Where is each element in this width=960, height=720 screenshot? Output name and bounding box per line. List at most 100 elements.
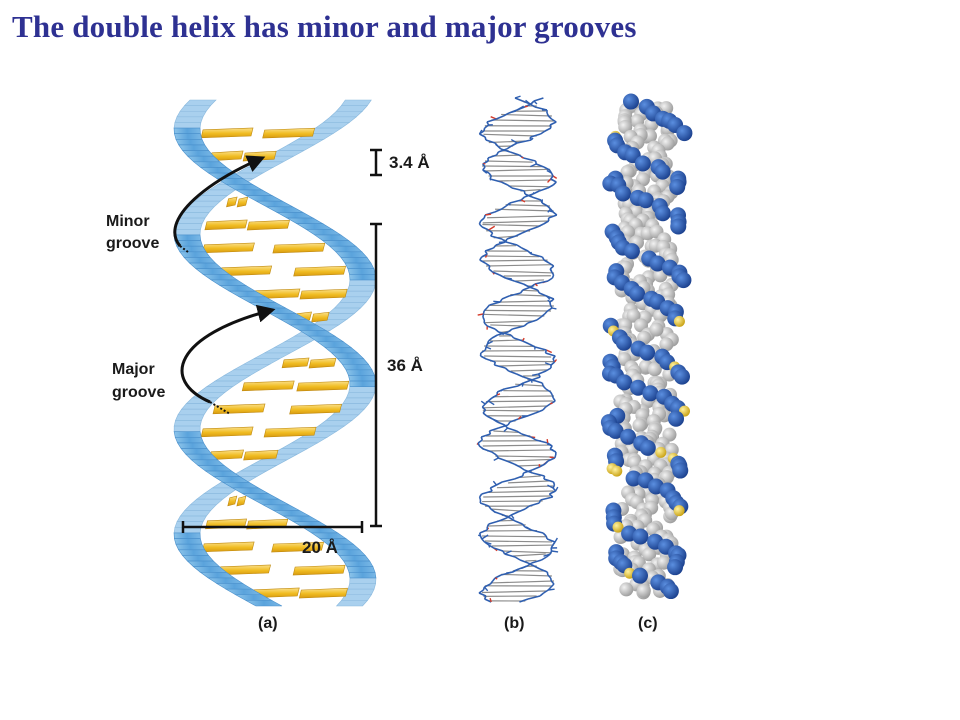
backbone-segment — [192, 161, 228, 168]
side-stick — [489, 597, 492, 603]
backbone-segment — [189, 498, 224, 506]
backbone-stick — [482, 313, 485, 318]
backbone-stick — [516, 139, 532, 144]
backbone-stick — [517, 508, 526, 513]
base-slab — [272, 242, 326, 254]
backbone-stick — [546, 112, 550, 117]
core-atom — [659, 337, 674, 352]
side-stick — [520, 199, 526, 203]
base-stick — [482, 444, 549, 447]
base-slab — [212, 403, 266, 415]
minor-groove-label-line1: Minor — [106, 213, 150, 230]
backbone-segment — [349, 380, 377, 388]
backbone-segment — [256, 200, 293, 208]
backbone-stick — [541, 256, 545, 261]
backbone-segment — [343, 560, 374, 567]
backbone-stick — [496, 388, 505, 393]
phosphorus-atom — [673, 505, 685, 517]
backbone-stick — [518, 565, 528, 570]
backbone-segment — [273, 341, 312, 348]
side-stick — [481, 534, 489, 540]
backbone-segment — [173, 538, 203, 545]
backbone-stick — [531, 559, 542, 564]
backbone-atom — [634, 155, 651, 172]
backbone-stick — [515, 232, 523, 237]
backbone-atom — [668, 410, 685, 427]
backbone-segment — [176, 515, 207, 522]
backbone-stick — [483, 307, 488, 312]
backbone-stick — [523, 190, 526, 195]
backbone-stick — [549, 490, 556, 495]
backbone-stick — [500, 148, 511, 153]
backbone-segment — [234, 189, 274, 196]
backbone-stick — [531, 196, 542, 201]
backbone-stick — [533, 97, 544, 102]
base-stick — [483, 168, 551, 172]
backbone-stick — [484, 400, 489, 405]
backbone-stick — [534, 280, 549, 285]
base-stick — [515, 279, 545, 282]
backbone-atom — [615, 185, 632, 202]
backbone-segment — [173, 229, 201, 236]
base-stick — [491, 544, 555, 547]
backbone-stick — [531, 253, 543, 258]
backbone-segment — [341, 363, 373, 371]
backbone-stick — [521, 433, 532, 438]
backbone-segment — [186, 155, 221, 163]
core-atom — [619, 582, 634, 597]
base-stick — [484, 540, 553, 543]
backbone-stick — [481, 253, 488, 258]
panel-a-label: (a) — [258, 615, 278, 632]
backbone-stick — [500, 571, 513, 576]
backbone-segment — [203, 487, 240, 494]
side-stick — [554, 537, 558, 543]
backbone-segment — [195, 493, 232, 500]
base-stick — [507, 480, 549, 484]
backbone-stick — [549, 265, 555, 270]
backbone-segment — [338, 555, 371, 562]
backbone-stick — [504, 553, 516, 558]
backbone-segment — [250, 459, 288, 466]
backbone-stick — [549, 577, 553, 582]
backbone-stick — [494, 208, 503, 213]
base-stick — [490, 324, 523, 327]
base-slab — [292, 564, 346, 576]
backbone-stick — [486, 304, 491, 309]
base-stick — [499, 363, 553, 367]
backbone-stick — [542, 406, 547, 411]
backbone-segment — [337, 403, 370, 410]
backbone-stick — [523, 157, 536, 162]
backbone-strand-back — [173, 99, 377, 607]
backbone-segment — [343, 290, 374, 298]
backbone-stick — [527, 595, 541, 600]
backbone-stick — [549, 298, 555, 303]
backbone-stick — [501, 295, 510, 300]
base-stick — [496, 485, 554, 489]
base-stick — [485, 400, 553, 403]
backbone-stick — [484, 124, 490, 129]
backbone-stick — [527, 562, 535, 567]
backbone-stick — [484, 247, 494, 252]
backbone-stick — [549, 121, 557, 126]
side-stick — [480, 400, 486, 405]
backbone-stick — [504, 385, 519, 390]
base-stick — [483, 133, 537, 137]
side-stick — [550, 269, 553, 273]
backbone-stick — [539, 568, 548, 573]
backbone-stick — [491, 334, 498, 339]
backbone-stick — [486, 325, 496, 330]
base-stick — [498, 300, 553, 303]
base-stick — [484, 355, 552, 358]
backbone-atom — [649, 255, 666, 272]
minor-groove-arrow — [173, 155, 266, 247]
backbone-segment — [173, 420, 202, 427]
backbone-stick — [541, 202, 548, 207]
backbone-stick — [478, 493, 483, 498]
backbone-stick — [545, 403, 551, 408]
backbone-segment — [327, 307, 362, 314]
backbone-stick — [490, 235, 503, 240]
backbone-segment — [252, 498, 290, 506]
backbone-stick — [531, 466, 540, 471]
base-slab — [236, 196, 249, 208]
base-stick — [508, 185, 549, 188]
